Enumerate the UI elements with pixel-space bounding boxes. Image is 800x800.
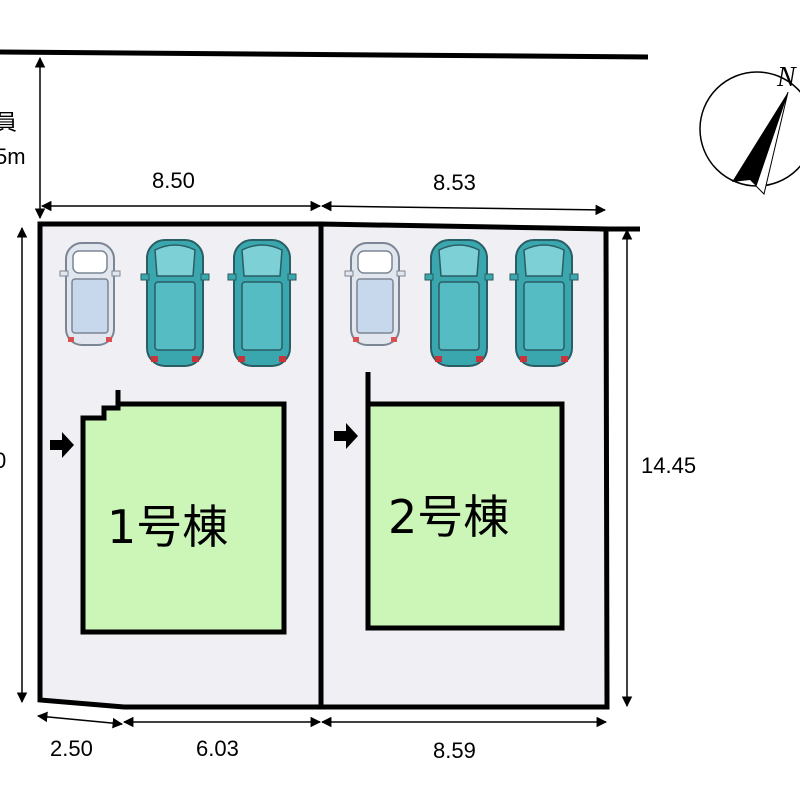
entrance-arrow-1 <box>50 432 74 458</box>
parking-car-1-3 <box>227 239 297 367</box>
building-2-label: 2号棟 <box>388 490 510 544</box>
dimension-bottom-lot-2: 8.59 <box>433 738 476 763</box>
entrance-arrow-2 <box>334 423 358 449</box>
road-label-fragment: 員 <box>0 110 18 135</box>
parking-car-1-2 <box>140 239 210 367</box>
dimension-top-lot-2: 8.53 <box>433 170 476 195</box>
dimension-top-lot-1: 8.50 <box>152 168 195 193</box>
dimension-left-side: 0 <box>0 448 7 473</box>
compass-north-letter: N <box>777 62 796 93</box>
parking-car-2-3 <box>509 239 579 367</box>
building-1-label: 1号棟 <box>107 500 229 554</box>
road-edge-line <box>0 49 649 60</box>
parking-car-2-1 <box>344 242 406 346</box>
compass <box>699 71 800 195</box>
parking-car-2-2 <box>424 239 494 367</box>
top-dimension-lot-2 <box>320 200 607 216</box>
compass-needle-icon <box>732 92 788 194</box>
road-width-fragment: 5m <box>0 144 26 169</box>
compass-needle-highlight <box>755 91 789 195</box>
dimension-right-side: 14.45 <box>641 453 697 478</box>
dimension-bottom-b: 6.03 <box>196 736 239 761</box>
dimension-bottom-a: 2.50 <box>50 736 93 761</box>
bottom-dimension-a <box>36 711 124 729</box>
parking-car-1-1 <box>59 242 121 346</box>
building-2 <box>365 401 565 631</box>
